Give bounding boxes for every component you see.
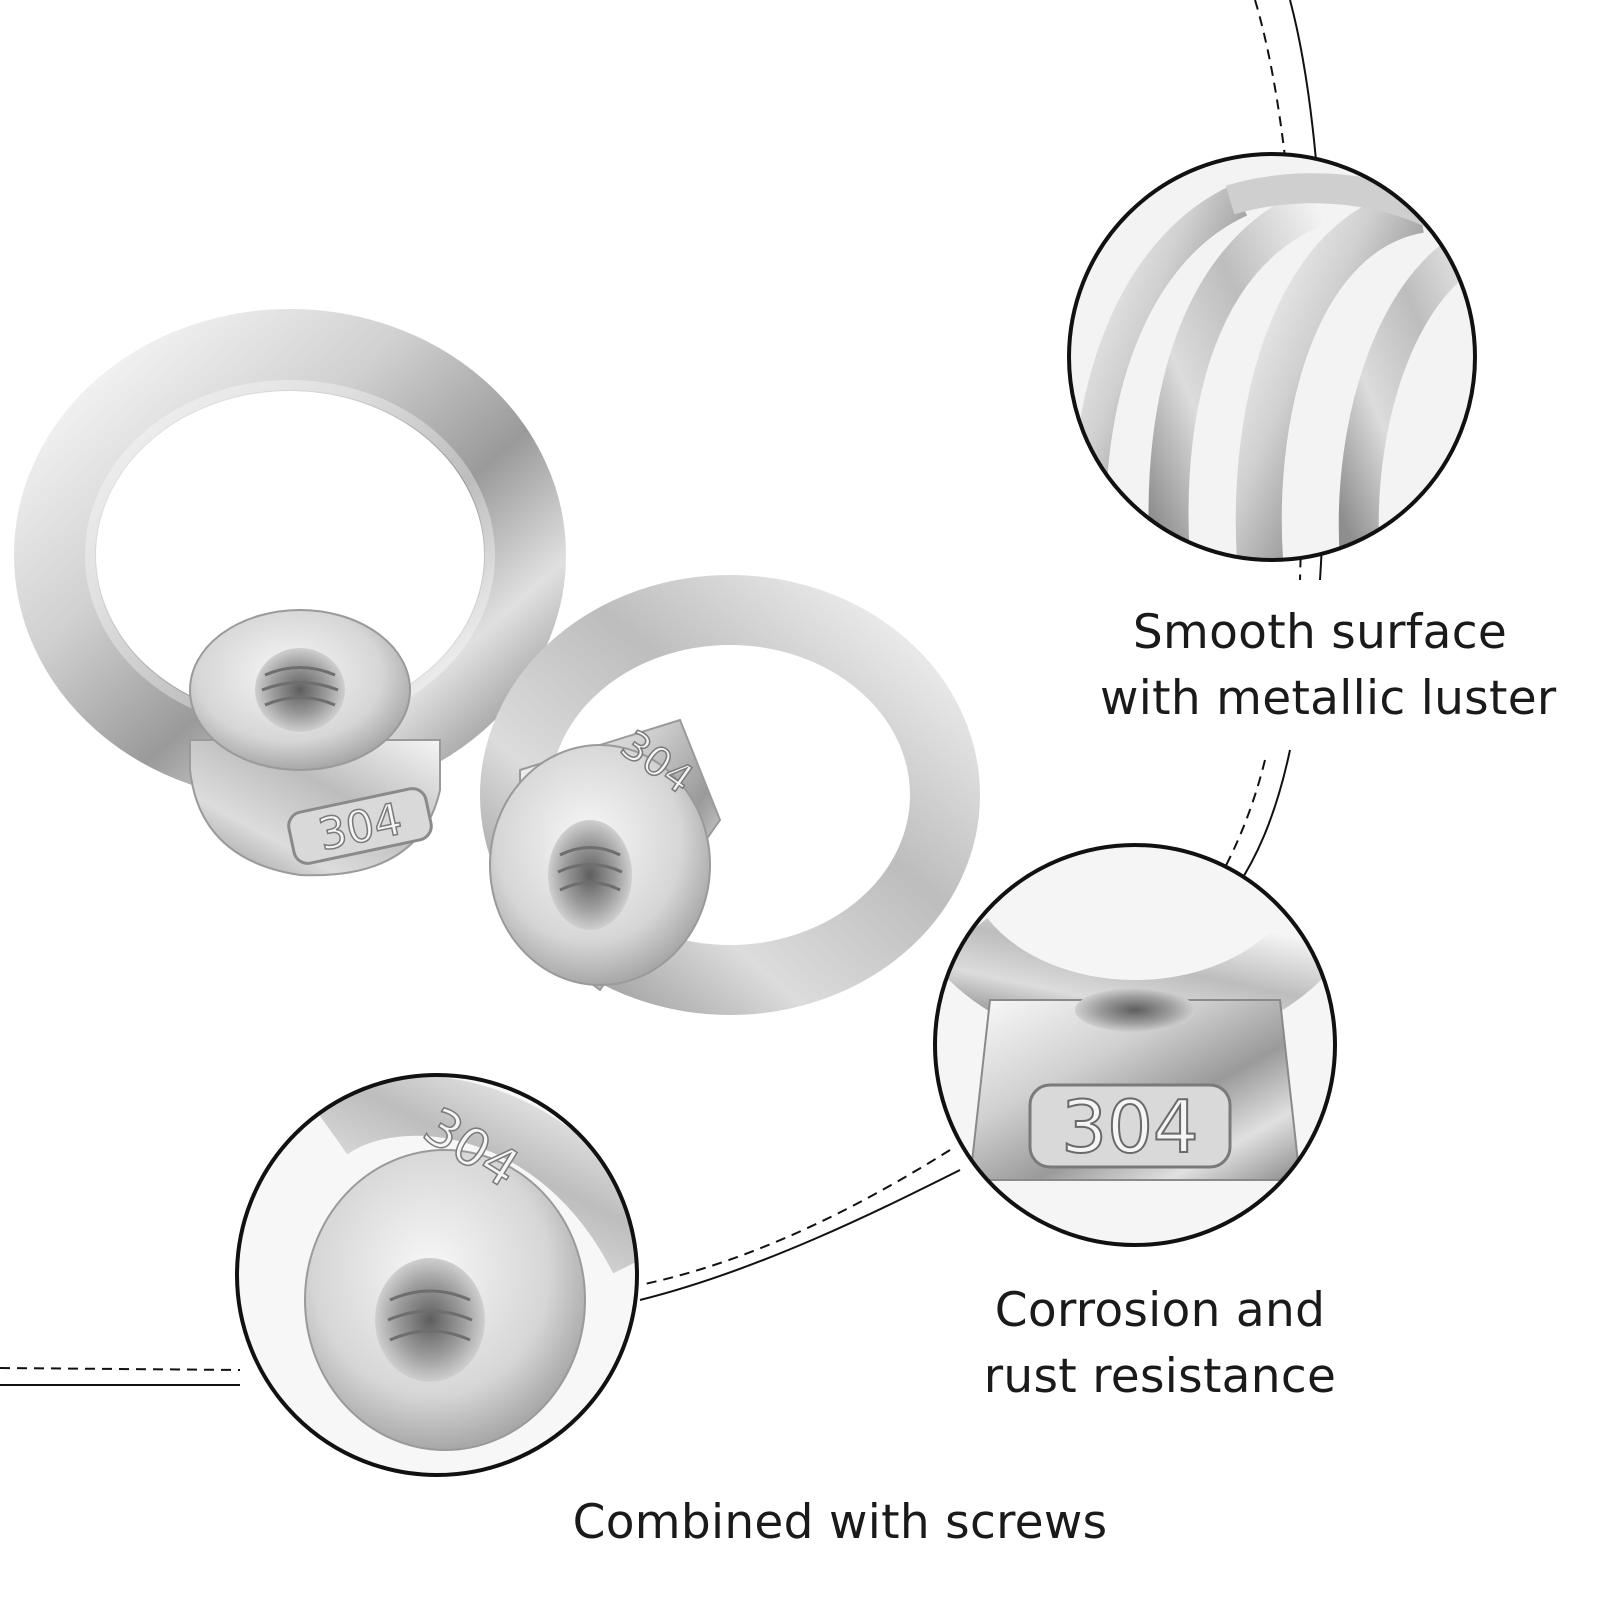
caption-smooth-surface: Smooth surface with metallic luster [1100,600,1557,732]
material-mark-zoom: 304 [1061,1085,1198,1169]
caption-line: with metallic luster [1100,671,1557,726]
zoom-circle-corrosion: 304 [933,843,1337,1247]
caption-line: Corrosion and [994,1283,1326,1338]
caption-combined-with-screws: Combined with screws [560,1490,1120,1556]
zoom-circle-smooth-surface [1067,152,1477,562]
caption-line: Combined with screws [572,1495,1108,1550]
eye-nut-large: 304 [14,309,566,877]
dashed-arc-left [0,1367,241,1371]
solid-arc-right-lower [1234,749,1291,891]
dashed-arc-bottom [639,1149,951,1286]
caption-line: Smooth surface [1132,605,1508,660]
zoom-circle-combined: 304 [235,1073,639,1477]
caption-line: rust resistance [983,1349,1337,1404]
caption-corrosion: Corrosion and rust resistance [960,1278,1360,1410]
solid-arc-bottom [639,1169,961,1301]
eye-nut-small: 304 [480,575,980,1015]
dashed-arc-right-lower [1209,759,1266,896]
